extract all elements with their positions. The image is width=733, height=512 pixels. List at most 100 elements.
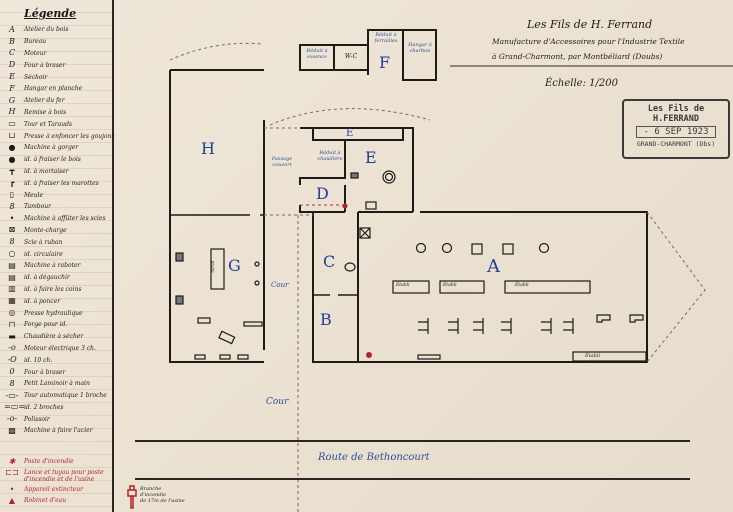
legend-label: Chaudière à sécher: [24, 333, 84, 341]
legend-symbol-icon: -▭-: [5, 390, 19, 400]
legend-symbol-icon: C: [8, 48, 16, 58]
title-line1: Les Fils de H. Ferrand: [527, 18, 653, 31]
label-hangar-charbon: Hangar à charbon: [408, 42, 432, 54]
legend-item: ┳ id. à mortaiser: [4, 166, 110, 178]
wall-cb: [312, 212, 359, 363]
legend-symbol-icon: ◎: [8, 308, 16, 318]
label-etabli-g: Établi: [210, 260, 216, 273]
legend-fire-label: Appareil extincteur: [24, 486, 83, 493]
legend-symbol-icon: 0: [9, 367, 15, 376]
legend-label: Atelier du fer: [24, 97, 65, 105]
legend-symbol-icon: -O: [7, 355, 17, 365]
legend-label: Scie à ruban: [24, 238, 63, 246]
legend-item: ▩ Machine à faire l'acier: [4, 425, 110, 437]
legend-symbol-icon: B: [9, 36, 15, 46]
legend-fire-symbol-icon: ✱: [8, 457, 16, 466]
legend-symbol-icon: 8: [9, 201, 15, 211]
legend-symbol-icon: ○: [8, 249, 16, 259]
label-etabli-a4: Établi: [585, 353, 601, 359]
legend-label: id. circulaire: [24, 250, 63, 258]
legend-item: ▤ id. à dégauchir: [4, 272, 110, 284]
legend-symbol-icon: ▤: [8, 272, 16, 282]
legend-fire-item: ✱Poste d'incendie: [4, 458, 110, 466]
legend-label: Machine à gorger: [24, 144, 79, 152]
legend-symbol-icon: ⊠: [8, 225, 16, 235]
legend-item: ▭Tour et Tarauds: [4, 118, 110, 130]
room-label-f: F: [379, 53, 391, 72]
scale-label: Échelle: 1/200: [545, 78, 618, 89]
legend-symbol-icon: ┳: [9, 166, 15, 176]
dashed-extension-a: [646, 211, 706, 363]
legend-item: 8 Petit Laminoir à main: [4, 378, 110, 390]
legend-label: id. à mortaiser: [24, 167, 69, 175]
legend-label: Four à braser: [24, 61, 66, 69]
legend-fire-item: ▲ Robinet d'eau: [4, 497, 110, 505]
dashed-roof-h: [169, 42, 263, 61]
room-label-e: E: [365, 148, 377, 167]
legend-symbol-icon: ▬: [8, 331, 16, 341]
legend-item: ○ id. circulaire: [4, 248, 110, 260]
legend-symbol-icon: F: [9, 83, 15, 93]
legend-fire-item: • Appareil extincteur: [4, 486, 110, 494]
legend-symbol-icon: E: [9, 72, 15, 82]
legend-symbol-icon: ⊔: [8, 131, 16, 141]
legend-item: -O id. 10 ch.: [4, 354, 110, 366]
legend-item: •Machine à affûter les scies: [4, 213, 110, 225]
legend-item: ▦id. à poncer: [4, 295, 110, 307]
legend-symbol-icon: D: [8, 60, 16, 70]
legend-label: Tour automatique 1 broche: [24, 392, 107, 400]
legend-fire-symbol-icon: ▲: [8, 496, 16, 505]
legend-label: id. 10 ch.: [24, 356, 53, 364]
legend-item: ⊔Presse à enfoncer les goujons: [4, 130, 115, 142]
legend-label: Remise à bois: [24, 108, 67, 116]
legend-label: Séchoir: [24, 73, 48, 81]
legend-label: id. à fraiser le bois: [24, 156, 81, 164]
legend-fire-symbol-icon: •: [9, 485, 15, 494]
legend-label: Atelier du bois: [24, 26, 69, 34]
legend-item: ▥id. à faire les coins: [4, 284, 110, 296]
legend-symbol-icon: -o-: [6, 414, 18, 424]
label-cour-outer: Cour: [266, 397, 289, 407]
legend-symbol-icon: ▦: [8, 296, 16, 306]
room-label-b: B: [320, 310, 332, 329]
legend-symbol-icon: •: [9, 213, 15, 223]
stamp-place: GRAND-CHARMONT (Dbs): [636, 140, 716, 148]
label-etabli-a3: Établi: [515, 283, 529, 288]
title-line2: Manufacture d'Accessoires pour l'Industr…: [492, 37, 685, 46]
legend-fire-label: Robinet d'eau: [24, 497, 67, 504]
legend-symbol-icon: ▩: [8, 425, 16, 435]
legend-label: Machine à faire l'acier: [24, 427, 93, 435]
legend-label: Four à braser: [24, 368, 66, 376]
wall-hg-left: [169, 70, 264, 363]
legend-symbol-icon: =▭=: [4, 402, 25, 412]
legend-item: 0 Four à braser: [4, 366, 110, 378]
legend-symbol-icon: 8: [9, 378, 15, 388]
legend-symbol-icon: ●: [8, 142, 16, 152]
legend-label: Hangar en planche: [24, 85, 83, 93]
legend-label: id. à dégauchir: [24, 274, 70, 282]
room-label-a: A: [487, 256, 500, 277]
legend-symbol-icon: ▥: [8, 284, 16, 294]
legend-symbol-icon: ┏: [9, 178, 15, 188]
legend-label: Polissoir: [24, 415, 50, 423]
legend-item: -▭- Tour automatique 1 broche: [4, 390, 110, 402]
machines-g: [175, 248, 263, 360]
legend-item: D Four à braser: [4, 59, 110, 71]
room-label-g: G: [228, 256, 241, 275]
legend-symbol-icon: ▭: [8, 119, 16, 129]
hydrant-line2: d'incendie: [140, 492, 167, 498]
machines-a: [359, 227, 647, 362]
legend-label: id. à fraiser les marottes: [24, 179, 99, 187]
legend-label: Petit Laminoir à main: [24, 380, 90, 388]
legend-label: Meule: [24, 191, 44, 199]
legend-item: ◎Presse hydraulique: [4, 307, 110, 319]
legend-item: ┏ id. à fraiser les marottes: [4, 177, 110, 189]
legend-item: ⊠Monte-charge: [4, 225, 110, 237]
legend-fire-label: Lance et tuyau pour poste d'incendie et …: [24, 469, 104, 483]
legend-fire-symbol-icon: ⊏⊐: [5, 468, 19, 477]
date-stamp: Les Fils de H.FERRAND - 6 SEP 1923 GRAND…: [622, 99, 730, 159]
legend-item: ● Machine à gorger: [4, 142, 110, 154]
